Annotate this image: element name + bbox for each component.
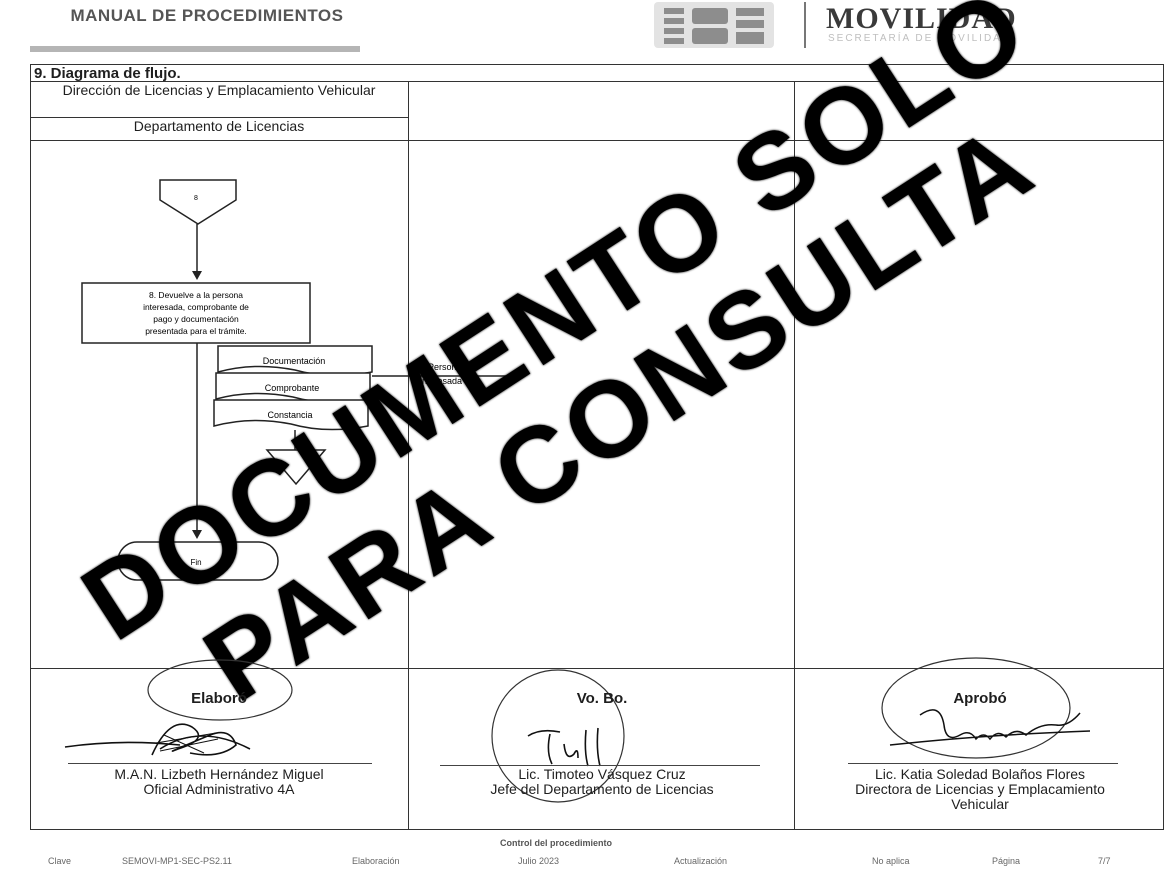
signature-name-elaboro: M.A.N. Lizbeth Hernández Miguel [114,766,324,782]
footer-elaboracion-value: Julio 2023 [518,856,560,866]
signature-vobo [527,727,601,767]
connector-8: 8 [159,179,237,225]
signature-role-aprobo: Directora de Licencias y Emplacamiento V… [855,781,1105,812]
end-terminator: Fin [117,541,279,581]
header-underline [30,46,360,52]
footer-clave-label: Clave [48,856,72,866]
step-text-line-4: presentada para el trámite. [145,326,247,336]
signature-role-vobo: Jefe del Departamento de Licencias [490,781,714,797]
signature-elaboro [64,723,251,756]
footer-actualizacion-label: Actualización [674,856,728,866]
lane-department-name: Departamento de Licencias [133,118,305,134]
step-text-line-3: pago y documentación [153,314,239,324]
diagram-frame [30,64,1164,830]
footer-pagina-label: Página [992,856,1021,866]
signature-name-vobo: Lic. Timoteo Vásquez Cruz [518,766,686,782]
stamp-circle [491,669,625,803]
document-constancia [213,399,369,431]
archive-symbol [265,449,327,486]
org-title: MOVILIDAD [826,2,1017,35]
recipient-line-1: Persona [428,362,462,372]
signature-line [440,765,760,766]
stamp-circle [147,659,293,721]
signature-aprobo [889,709,1091,746]
signature-line [68,763,372,764]
end-label: Fin [190,558,201,567]
arrow-head [192,271,202,280]
header-divider [804,2,806,48]
manual-title: MANUAL DE PROCEDIMIENTOS [70,6,344,25]
signature-label-elaboro: Elaboró [191,690,247,707]
arrow-head [514,371,523,381]
arrow-head [192,530,202,539]
signature-name-aprobo: Lic. Katia Soledad Bolaños Flores [874,766,1086,782]
connector-label: 8 [194,195,198,202]
section-title: 9. Diagrama de flujo. [34,65,181,82]
signature-line [848,763,1118,764]
process-step-8: 8. Devuelve a la persona interesada, com… [81,282,311,344]
document-label: Documentación [263,356,326,366]
movilidad-logo [654,2,774,48]
signature-divider-2 [794,668,795,830]
stamp-circle [881,657,1071,759]
title-row-divider [30,81,1164,82]
footer-clave-value: SEMOVI-MP1-SEC-PS2.11 [122,856,232,866]
flowchart: 8 8. Devuelve a la persona interesada, c… [81,179,523,581]
lane-header-divider [30,117,408,118]
footer-control-row: Clave SEMOVI-MP1-SEC-PS2.11 Elaboración … [30,856,1164,870]
recipient-line-2: interesada [420,376,462,386]
document-label: Comprobante [265,383,320,393]
lane-area-name: Dirección de Licencias y Emplacamiento V… [62,82,376,98]
step-text-line-2: interesada, comprobante de [143,302,249,312]
org-subtitle: SECRETARÍA DE MOVILIDAD [828,33,1012,44]
signature-row-top [30,668,1164,669]
footer-actualizacion-value: No aplica [872,856,910,866]
document-stack: Documentación Comprobante Constancia [213,345,373,431]
lane-divider-1 [408,81,409,668]
signature-divider-1 [408,668,409,830]
lane-divider-2 [794,81,795,668]
signature-label-aprobo: Aprobó [953,690,1007,707]
document-label: Constancia [267,410,312,420]
footer-pagina-value: 7/7 [1098,856,1111,866]
control-title: Control del procedimiento [500,838,613,848]
lane-header-bottom [30,140,1164,141]
signature-label-vobo: Vo. Bo. [576,690,628,707]
signature-role-elaboro: Oficial Administrativo 4A [143,781,295,797]
footer-elaboracion-label: Elaboración [352,856,400,866]
step-text-line-1: 8. Devuelve a la persona [149,290,243,300]
